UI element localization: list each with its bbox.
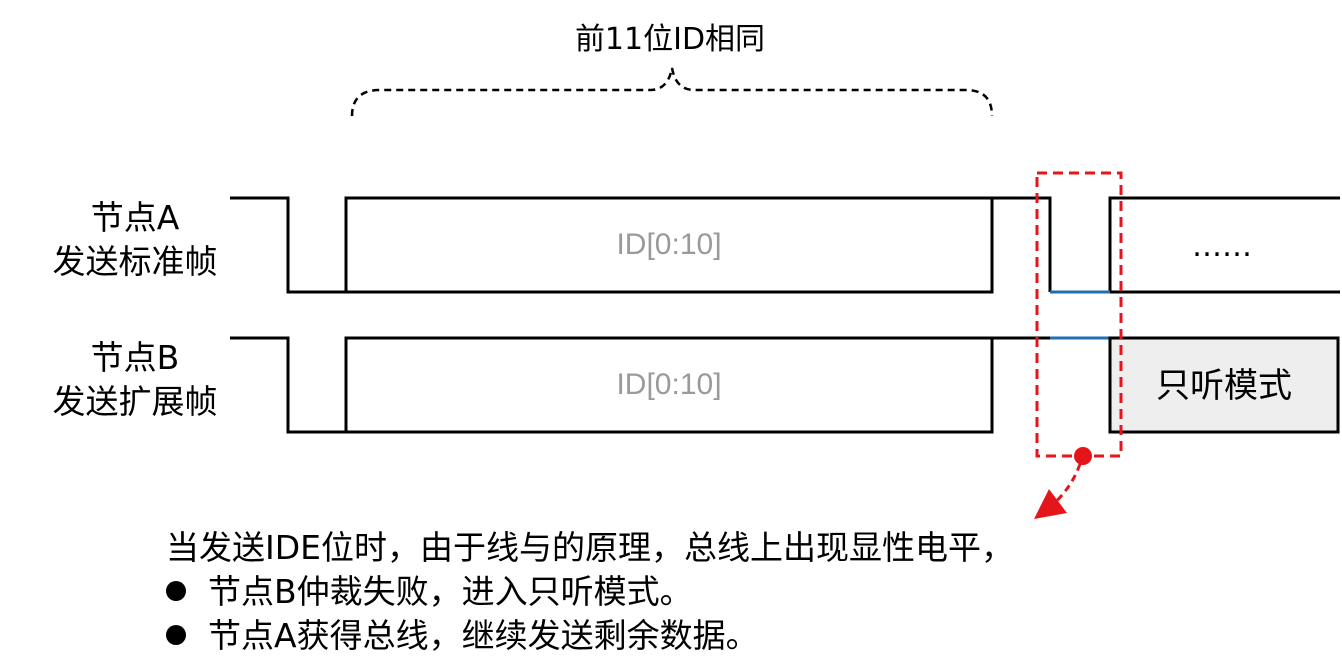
- node-b-id-field: ID[0:10]: [616, 368, 721, 401]
- node-a-id-field: ID[0:10]: [616, 228, 721, 261]
- node-a-label: 节点A 发送标准帧: [20, 196, 250, 284]
- dashed-brace: [350, 67, 994, 117]
- node-a-name: 节点A: [90, 198, 180, 237]
- node-a-desc: 发送标准帧: [52, 242, 218, 281]
- bullet-2-text: 节点A获得总线，继续发送剩余数据。: [208, 616, 759, 655]
- listen-only-box: [1108, 336, 1340, 434]
- node-b-name: 节点B: [90, 338, 180, 377]
- bullet-1-text: 节点B仲裁失败，进入只听模式。: [208, 572, 693, 611]
- brace-label: 前11位ID相同: [574, 22, 766, 57]
- bullet-dot: [166, 581, 186, 601]
- note-bullet-1: 节点B仲裁失败，进入只听模式。: [166, 570, 693, 614]
- note-line-1: 当发送IDE位时，由于线与的原理，总线上出现显性电平，: [166, 528, 1014, 567]
- highlight-anchor-dot: [1074, 447, 1092, 465]
- node-b-desc: 发送扩展帧: [52, 382, 218, 421]
- node-a-continue: ……: [1192, 229, 1252, 264]
- listen-only-label: 只听模式: [1156, 366, 1292, 406]
- node-b-label: 节点B 发送扩展帧: [20, 336, 250, 424]
- highlight-arrow: [1034, 463, 1082, 520]
- node-a-signal: [230, 196, 1340, 294]
- note-bullet-2: 节点A获得总线，继续发送剩余数据。: [166, 614, 759, 658]
- bullet-dot: [166, 625, 186, 645]
- node-b-signal: [230, 336, 1050, 434]
